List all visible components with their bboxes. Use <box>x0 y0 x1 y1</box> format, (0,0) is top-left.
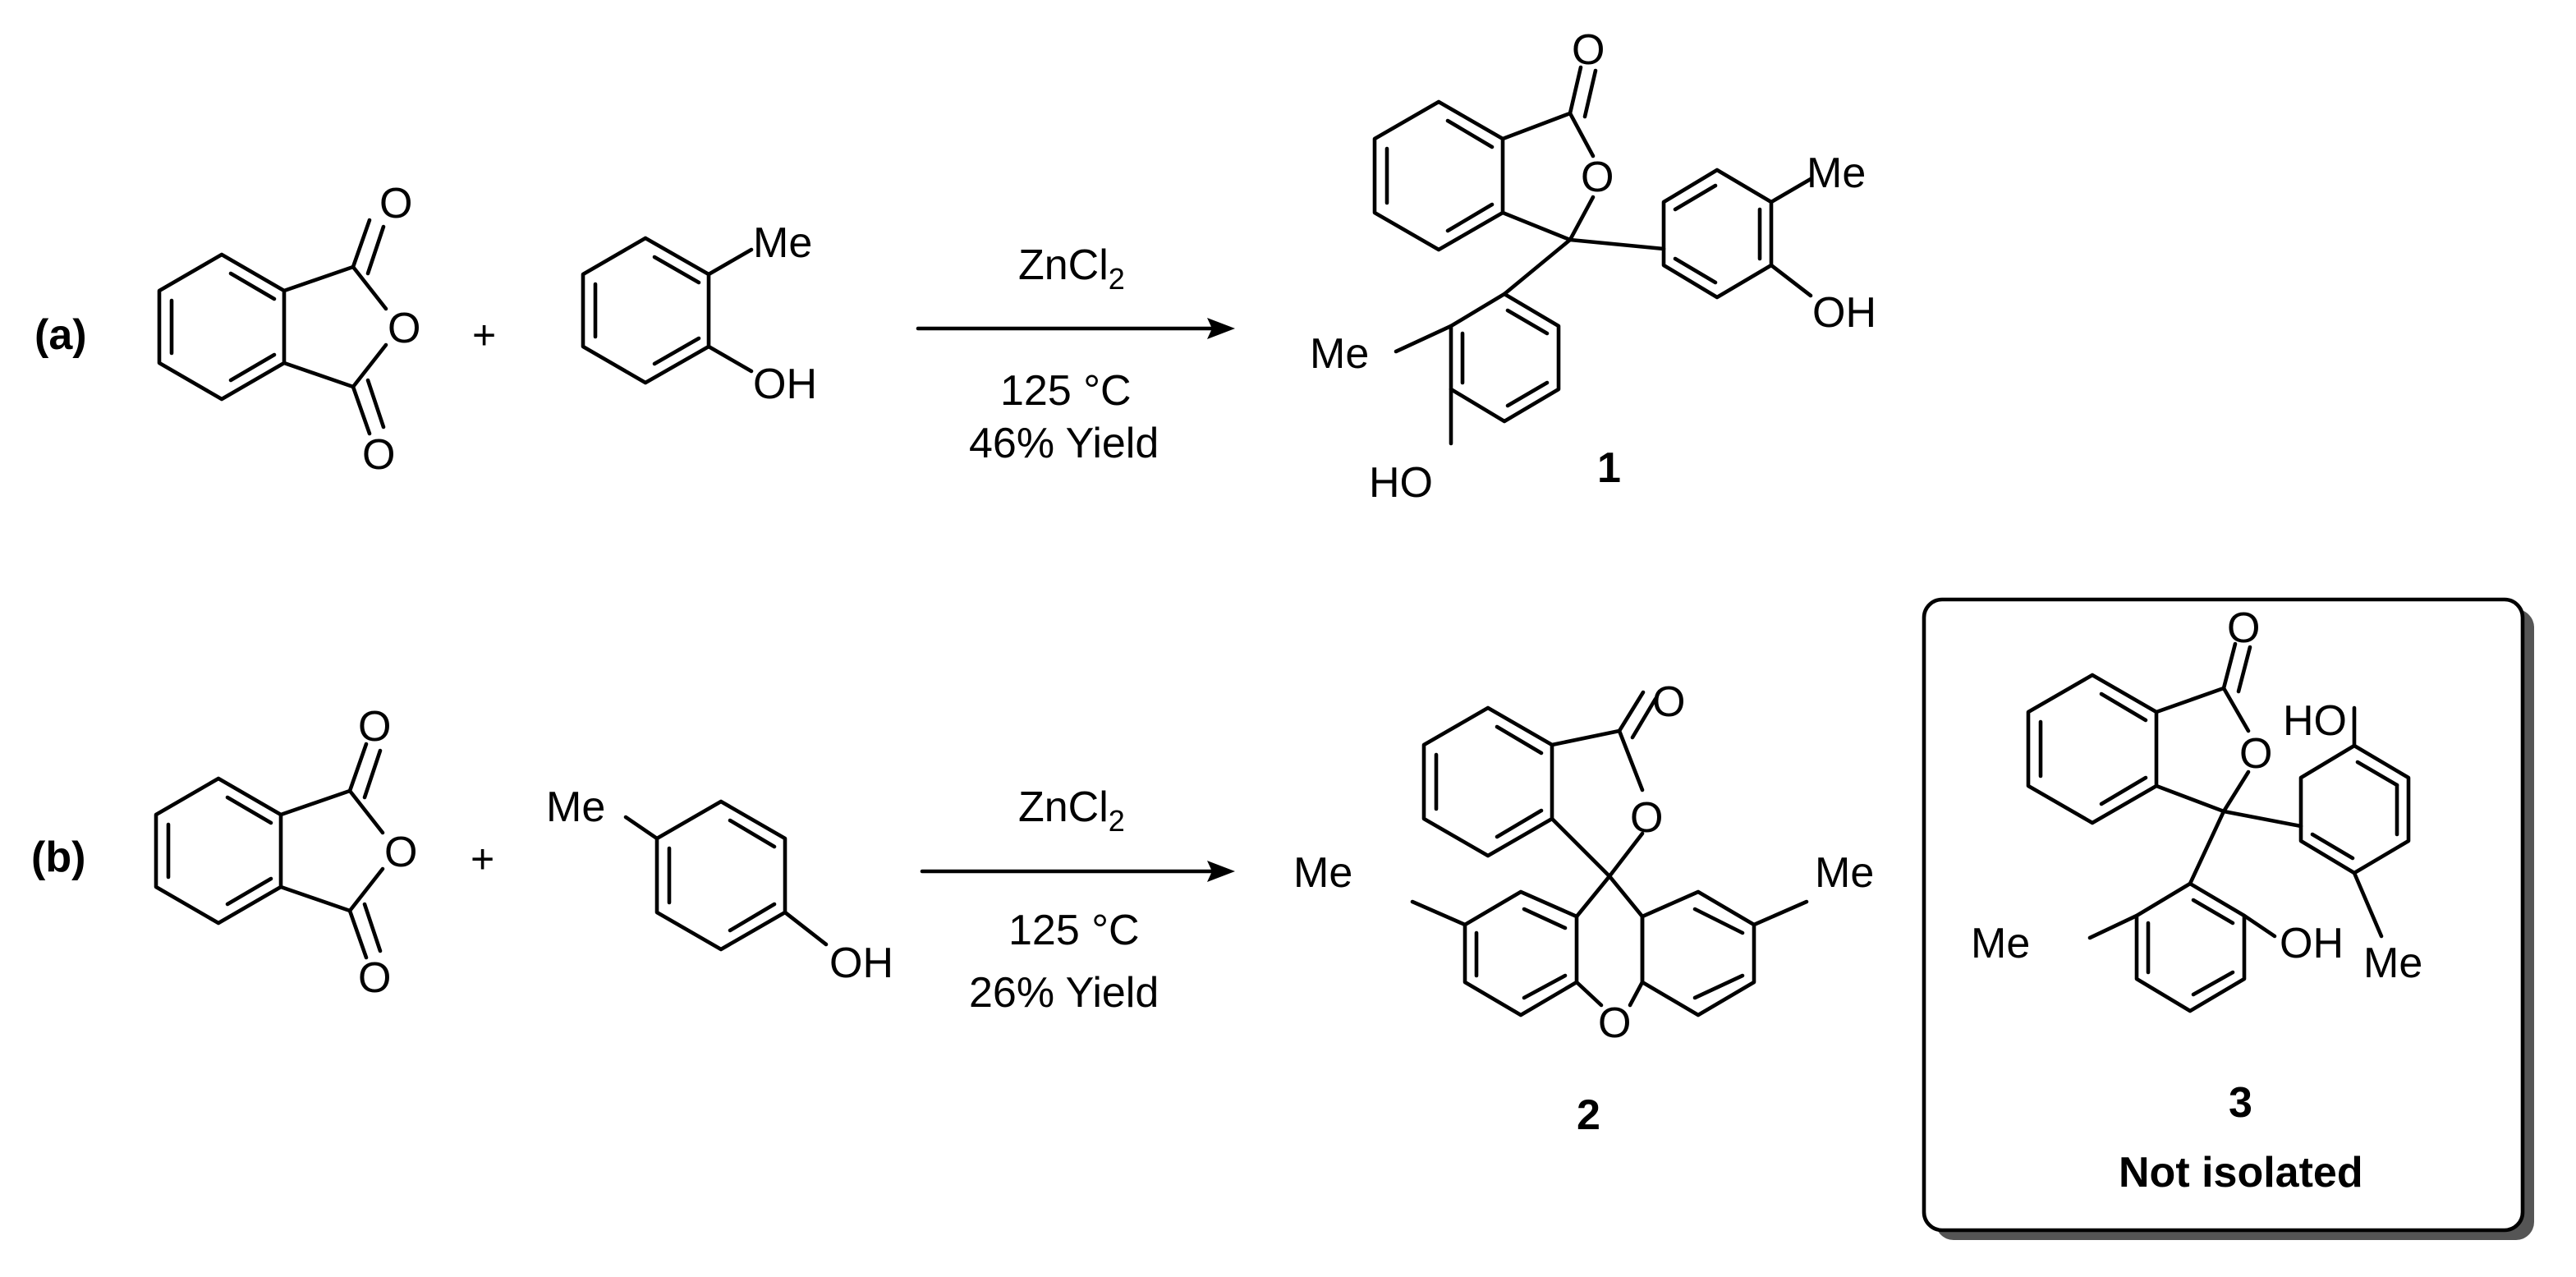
phthalic-anhydride-a: O O O <box>157 180 420 479</box>
product-3-label: 3 <box>2229 1079 2252 1127</box>
atom-me: Me <box>2363 939 2422 987</box>
atom-me: Me <box>1807 149 1866 197</box>
atom-ho: HO <box>2283 697 2347 745</box>
atom-me: Me <box>1971 920 2030 967</box>
atom-o: O <box>1581 154 1614 201</box>
reagent-a: ZnCl2 <box>1018 241 1125 296</box>
temperature-a: 125 °C <box>1000 367 1132 415</box>
atom-me: Me <box>1310 330 1369 378</box>
product-2-structure: O O Me O Me <box>1293 678 1874 1047</box>
p-cresol: Me OH <box>546 783 893 987</box>
atom-o: O <box>384 829 417 876</box>
atom-o: O <box>2227 604 2260 652</box>
atom-oh: OH <box>753 361 817 408</box>
atom-o: O <box>358 703 391 751</box>
atom-o: O <box>1652 678 1685 726</box>
atom-o: O <box>1572 26 1605 74</box>
atom-o: O <box>358 954 391 1002</box>
reaction-a-label: (a) <box>34 311 87 359</box>
product-2-label: 2 <box>1577 1091 1600 1139</box>
product-1-label: 1 <box>1597 444 1621 492</box>
atom-oh: OH <box>829 939 893 987</box>
atom-o: O <box>388 305 420 352</box>
reaction-b-label: (b) <box>31 834 85 881</box>
product-3-structure: O O HO Me OH Me <box>1971 604 2422 1013</box>
phthalic-anhydride-b: O O O <box>154 703 417 1002</box>
yield-b: 26% Yield <box>969 969 1159 1017</box>
atom-o: O <box>1630 794 1663 842</box>
atom-oh: OH <box>1812 289 1876 337</box>
atom-me: Me <box>546 783 605 831</box>
reaction-arrow-b <box>920 861 1235 882</box>
atom-me: Me <box>753 219 812 267</box>
atom-o: O <box>2239 730 2272 778</box>
atom-ho: HO <box>1369 459 1433 507</box>
plus-sign-a: + <box>472 312 496 358</box>
product-3-note: Not isolated <box>2119 1149 2363 1197</box>
product-1-structure: O O Me OH Me HO <box>1310 26 1876 507</box>
atom-me: Me <box>1293 849 1352 897</box>
plus-sign-b: + <box>471 836 494 882</box>
reaction-arrow-a <box>916 318 1235 339</box>
reagent-b: ZnCl2 <box>1018 783 1125 838</box>
atom-o: O <box>362 431 395 479</box>
yield-a: 46% Yield <box>969 420 1159 467</box>
temperature-b: 125 °C <box>1008 907 1140 954</box>
atom-o: O <box>1598 999 1631 1047</box>
atom-o: O <box>379 180 412 227</box>
atom-me: Me <box>1815 849 1874 897</box>
atom-oh: OH <box>2280 920 2344 967</box>
o-cresol: Me OH <box>581 219 817 408</box>
